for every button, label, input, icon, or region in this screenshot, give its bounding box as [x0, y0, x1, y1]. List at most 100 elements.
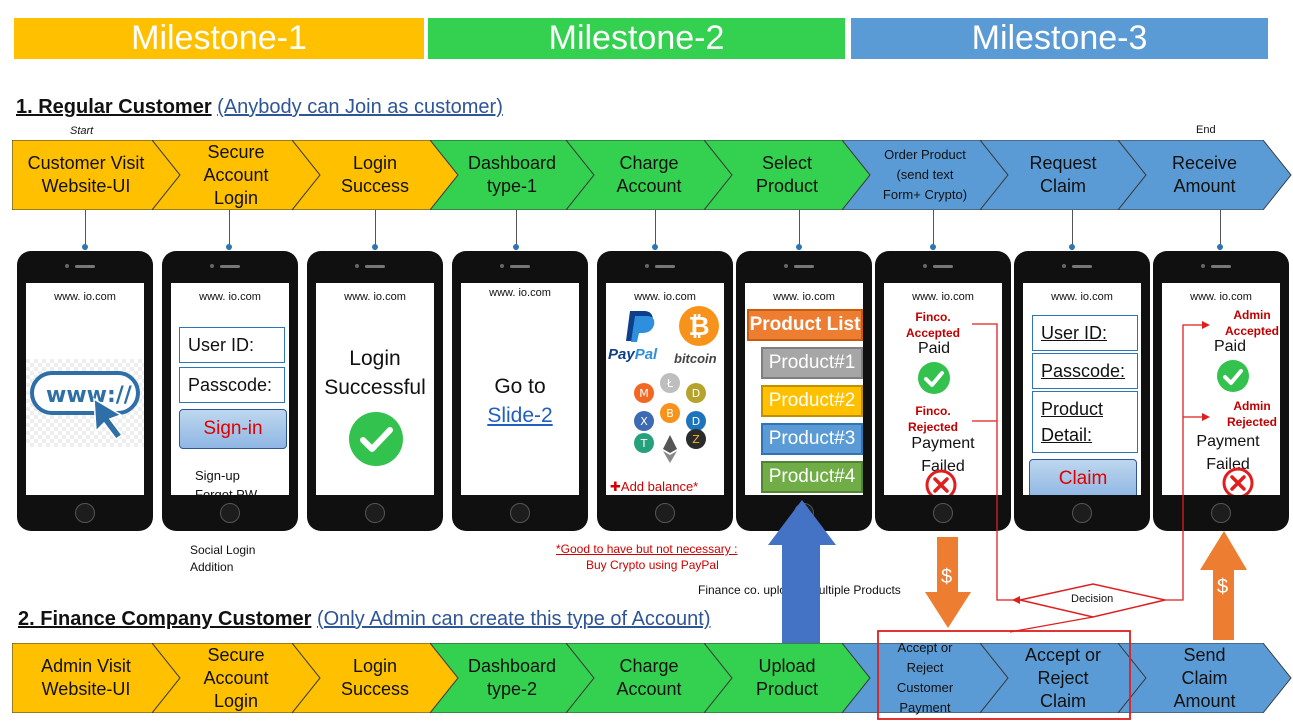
svg-text:www://: www:// [46, 383, 133, 408]
flow-step: Secure Account Login [152, 643, 322, 713]
sign-up-link[interactable]: Sign-up [195, 468, 240, 483]
flow-step: Order Product (send text Form+ Crypto) [842, 140, 1010, 210]
chevron-shape [292, 643, 459, 713]
end-label: End [1196, 124, 1216, 136]
chevron-shape [430, 643, 595, 713]
flow-step: Dashboard type-2 [430, 643, 596, 713]
x-icon [925, 469, 957, 495]
chevron-shape [704, 643, 871, 713]
flow-step-label: Dashboard type-1 [467, 153, 557, 196]
milestone-3: Milestone-3 [851, 18, 1268, 59]
sign-in-button[interactable]: Sign-in [179, 409, 287, 449]
chevron-shape [292, 140, 459, 210]
flow-step-label: Login Success [340, 656, 410, 699]
url-text: www. io.com [773, 291, 835, 303]
url-text: www. io.com [634, 291, 696, 303]
product-list-header: Product List [747, 309, 863, 341]
connector-line [85, 210, 86, 250]
svg-text:₿: ₿ [688, 312, 709, 342]
upload-arrow [768, 500, 836, 643]
connector-line [933, 210, 934, 250]
www-icon: www:// [26, 359, 144, 447]
orange-up-arrow [1200, 531, 1247, 640]
successful-text: Successful [324, 376, 426, 399]
paypal-icon [626, 311, 655, 342]
chevron-shape [566, 643, 733, 713]
flow-step: Charge Account [566, 643, 734, 713]
bitcoin-text: bitcoin [674, 351, 717, 366]
flow-step-label: Send Claim Amount [1173, 644, 1236, 711]
phone-receive-amount: www. io.com Admin Accepted Paid Admin Re… [1153, 251, 1289, 531]
flow-step: Admin Visit Website-UI [12, 643, 182, 713]
flow-step: Request Claim [980, 140, 1148, 210]
flow-step-label: Secure Account Login [203, 141, 269, 208]
flow-step-label: Accept or Reject Claim [1024, 644, 1102, 711]
user-id-field[interactable]: User ID: [1032, 315, 1138, 351]
svg-text:X: X [640, 415, 648, 428]
payment-failed-text: Payment Failed [911, 435, 975, 475]
claim-button[interactable]: Claim [1029, 459, 1137, 495]
url-text: www. io.com [199, 291, 261, 303]
flow-step-label: Accept or Reject Customer Payment [896, 640, 954, 715]
chevron-shape [152, 643, 321, 713]
connector-dot [930, 244, 936, 250]
flow-step-label: Order Product (send text Form+ Crypto) [882, 147, 968, 202]
product-item[interactable]: Product#1 [761, 347, 863, 379]
section-1-title: 1. Regular Customer (Anybody can Join as… [16, 96, 503, 118]
chevron-shape [980, 643, 1147, 713]
svg-text:Z: Z [692, 433, 700, 446]
dollar-up-label: $ [1217, 576, 1229, 598]
chevron-shape [980, 140, 1147, 210]
paid-text: Paid [917, 340, 951, 357]
crypto-note: *Good to have but not necessary : [556, 542, 738, 556]
x-icon [1222, 467, 1254, 495]
phone-login-success: www. io.com Login Successful [307, 251, 443, 531]
product-item[interactable]: Product#2 [761, 385, 863, 417]
connector-line [655, 210, 656, 250]
connector-dot [513, 244, 519, 250]
connector-line [516, 210, 517, 250]
flow-step: Upload Product [704, 643, 872, 713]
url-text: www. io.com [1051, 291, 1113, 303]
flow-step-label: Dashboard type-2 [467, 656, 557, 699]
add-balance-text[interactable]: ✚Add balance* [610, 479, 699, 494]
product-item[interactable]: Product#4 [761, 461, 863, 493]
connector-line [229, 210, 230, 250]
chevron-shape [704, 140, 871, 210]
flow-step-label: Charge Account [616, 153, 682, 196]
decision-label: Decision [1071, 593, 1114, 605]
phone-secure-login: www. io.com User ID: Passcode: Sign-in S… [162, 251, 298, 531]
start-label: Start [70, 125, 94, 137]
phone-dashboard-1: www. io.com Go to Slide-2 [452, 251, 588, 531]
connector-dot [82, 244, 88, 250]
forgot-pw-link[interactable]: Forgot PW [195, 487, 258, 495]
flow-step: Login Success [292, 643, 460, 713]
flow-step-label: Customer Visit Website-UI [27, 153, 145, 196]
flow-step: Customer Visit Website-UI [12, 140, 182, 210]
phone-charge-account: www. io.com PayPal ₿ bitcoin M Ł D X B D… [597, 251, 733, 531]
flow-step: Send Claim Amount [1118, 643, 1293, 713]
flow-step-label: Request Claim [1029, 153, 1097, 196]
section-2-title: 2. Finance Company Customer (Only Admin … [18, 608, 711, 630]
user-id-field[interactable]: User ID: [179, 327, 285, 363]
passcode-field[interactable]: Passcode: [179, 367, 285, 403]
product-item[interactable]: Product#3 [761, 423, 863, 455]
finco-accepted-label: Finco. Accepted [905, 310, 961, 340]
crypto-note-2: Buy Crypto using PayPal [586, 558, 719, 572]
url-text: www. io.com [489, 287, 551, 299]
connector-line [375, 210, 376, 250]
admin-accepted-label: Admin Accepted [1224, 308, 1280, 338]
connector-line [799, 210, 800, 250]
chevron-shape [1118, 140, 1292, 210]
check-icon [349, 412, 403, 466]
slide-2-link[interactable]: Slide-2 [487, 404, 553, 427]
accept-reject-box [877, 630, 1131, 720]
connector-dot [1217, 244, 1223, 250]
url-text: www. io.com [1190, 291, 1252, 303]
svg-text:M: M [639, 387, 649, 400]
connector-line [1072, 210, 1073, 250]
chevron-shape [1118, 643, 1292, 713]
passcode-field[interactable]: Passcode: [1032, 353, 1138, 389]
